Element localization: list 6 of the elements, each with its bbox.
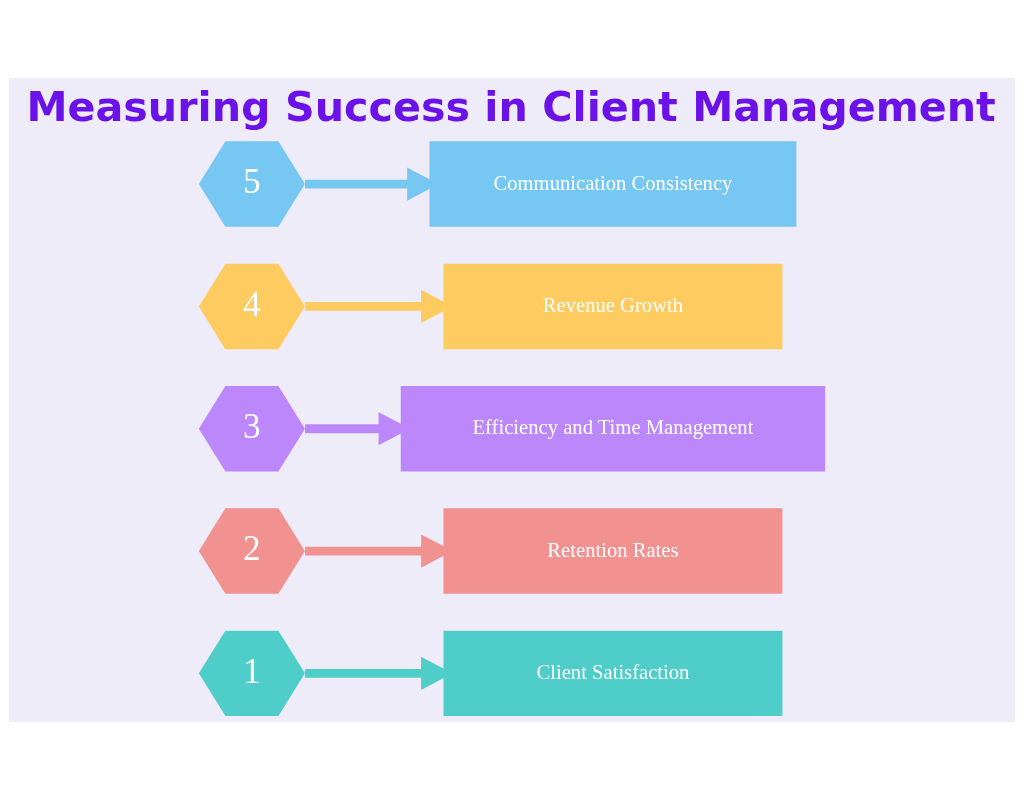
node-box: Efficiency and Time Management [400,386,826,472]
node-box: Revenue Growth [443,263,783,350]
node-box: Client Satisfaction [443,630,783,717]
node-box: Communication Consistency [429,141,797,227]
node-box: Retention Rates [443,508,783,594]
diagram-title: Measuring Success in Client Management [26,83,996,132]
